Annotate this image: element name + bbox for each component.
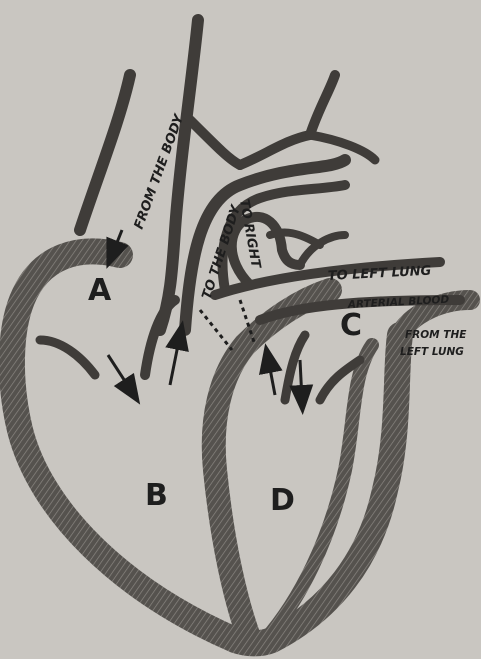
tricuspid-valve (40, 340, 95, 375)
label-from-the-left-lung-2: LEFT LUNG (400, 346, 464, 358)
vena-cava-left-wall (80, 75, 130, 230)
label-from-the-left-lung-1: FROM THE (405, 329, 467, 341)
label-to-right: TO RIGHT (236, 198, 263, 270)
label-chamber-a: A (88, 273, 112, 308)
label-chamber-b: B (145, 478, 168, 513)
arrow-out-of-d (268, 358, 275, 395)
right-av-valve (145, 300, 175, 375)
label-chamber-d: D (270, 483, 295, 518)
label-chamber-c: C (340, 308, 362, 343)
arrow-into-b (108, 355, 132, 392)
arrow-into-d (300, 360, 302, 400)
septum (214, 290, 330, 640)
upper-branch-3 (310, 75, 335, 135)
dotted-line-1 (200, 310, 232, 350)
upper-branch-2 (240, 135, 310, 165)
arrow-out-of-b (170, 335, 180, 385)
upper-branch-1 (190, 120, 240, 165)
